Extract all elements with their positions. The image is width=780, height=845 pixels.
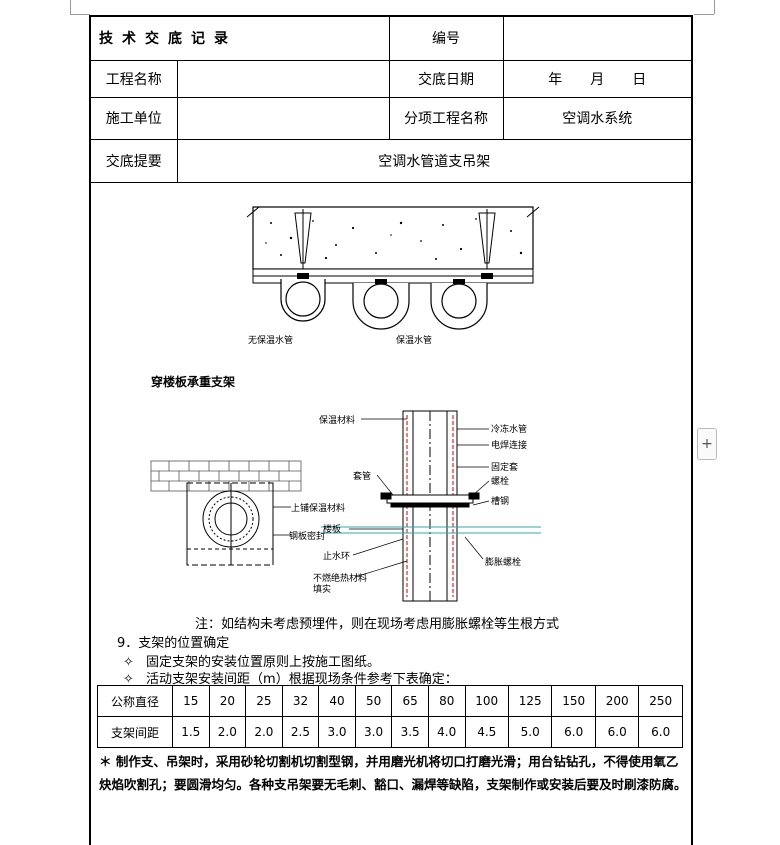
sub-project-field[interactable]: 空调水系统 (502, 96, 691, 140)
date-field[interactable]: 年 月 日 (502, 59, 691, 98)
spacing-cell: 2.0 (208, 716, 247, 748)
bullet-fixed-support: ✧ 固定支架的安装位置原则上按施工图纸。 (123, 655, 381, 670)
document-title: 技术交底记录 (91, 17, 390, 61)
spacing-cell: 6.0 (551, 716, 596, 748)
diameter-cell: 100 (464, 685, 509, 717)
floor-penetration-section (321, 410, 541, 602)
page-corner-mark (714, 0, 715, 14)
label-fireproof-fill: 不燃绝热材料 (313, 572, 367, 584)
project-name-field[interactable] (176, 59, 390, 98)
support-drawing: 无保温水管 保温水管 上铺保温材料 钢板密封 (150, 206, 541, 602)
diameter-cell: 125 (507, 685, 553, 717)
summary-field[interactable]: 空调水管道支吊架 (176, 138, 691, 183)
diameter-cell: 200 (594, 685, 640, 717)
diameter-cell: 25 (245, 685, 283, 717)
brick-wall (150, 460, 302, 492)
spacing-cell: 4.5 (464, 716, 509, 748)
diameter-cell: 50 (354, 685, 393, 717)
concrete-slab (246, 206, 540, 270)
fabrication-note: ＊ 制作支、吊架时，采用砂轮切割机切割型钢，并用磨光机将切口打磨光滑；用台钻钻孔… (99, 754, 687, 792)
diameter-cell: 65 (391, 685, 429, 717)
hanger-nut (297, 273, 493, 284)
label-fill: 填实 (313, 583, 331, 595)
label-upper-insulation: 上铺保温材料 (291, 502, 345, 514)
spacing-cell: 5.0 (507, 716, 553, 748)
contractor-field[interactable] (176, 96, 390, 140)
table-row: 公称直径 15 20 25 32 40 50 65 80 100 125 150… (97, 685, 683, 717)
project-name-label: 工程名称 (91, 59, 178, 98)
page-expand-handle[interactable]: + (697, 428, 717, 460)
leader-lines (349, 418, 490, 578)
expansion-anchor (294, 209, 496, 275)
page-corner-mark (694, 14, 714, 15)
label-water-stop-ring: 止水环 (323, 550, 350, 562)
diameter-cell: 250 (638, 685, 683, 717)
spacing-cell: 3.0 (354, 716, 393, 748)
spacing-cell: 2.5 (281, 716, 320, 748)
spacing-cell: 6.0 (594, 716, 640, 748)
label-chilled-pipe: 冷冻水管 (491, 423, 527, 435)
spacing-cell: 4.0 (427, 716, 466, 748)
label-insulation-material: 保温材料 (319, 414, 355, 426)
row-header-diameter: 公称直径 (97, 685, 173, 717)
number-field[interactable] (502, 17, 691, 61)
label-floor-slab: 楼板 (323, 523, 341, 535)
uninsulated-pipe (280, 279, 326, 322)
spacing-cell: 2.0 (245, 716, 283, 748)
support-spacing-table: 公称直径 15 20 25 32 40 50 65 80 100 125 150… (97, 685, 683, 748)
label-casing: 套管 (353, 470, 371, 482)
contractor-label: 施工单位 (91, 96, 178, 140)
insulated-pipe (352, 283, 488, 330)
item-9-heading: 9．支架的位置确定 (117, 636, 230, 651)
label-expansion-bolt: 膨胀螺栓 (485, 556, 521, 568)
header-table: 技术交底记录 编号 工程名称 交底日期 年 月 日 施工单位 分项工程名称 空调… (91, 17, 691, 183)
page-corner-mark (70, 14, 90, 15)
technical-disclosure-sheet: 技术交底记录 编号 工程名称 交底日期 年 月 日 施工单位 分项工程名称 空调… (89, 15, 693, 845)
diamond-outline-icon: ✧ (123, 672, 134, 687)
label-insulated-pipe: 保温水管 (396, 334, 432, 346)
label-fixing-sleeve: 固定套 (491, 461, 518, 473)
sleeve-pipe-section (186, 482, 274, 566)
spacing-cell: 3.0 (318, 716, 356, 748)
diameter-cell: 32 (281, 685, 320, 717)
label-uninsulated-pipe: 无保温水管 (248, 334, 293, 346)
spacing-cell: 3.5 (391, 716, 429, 748)
table-row: 支架间距 1.5 2.0 2.0 2.5 3.0 3.0 3.5 4.0 4.5… (97, 716, 683, 748)
date-label: 交底日期 (388, 59, 504, 98)
label-welded-joint: 电焊连接 (491, 439, 527, 451)
section-title-floor-support: 穿楼板承重支架 (151, 375, 236, 389)
structure-note: 注：如结构未考虑预埋件，则在现场考虑用膨胀螺栓等生根方式 (195, 617, 560, 632)
diameter-cell: 80 (427, 685, 466, 717)
diameter-cell: 15 (172, 685, 210, 717)
summary-label: 交底提要 (91, 138, 178, 183)
label-bolt: 螺栓 (491, 475, 509, 487)
diameter-cell: 40 (318, 685, 356, 717)
diameter-cell: 150 (551, 685, 596, 717)
diamond-outline-icon: ✧ (123, 655, 134, 670)
spacing-cell: 1.5 (172, 716, 210, 748)
sub-project-label: 分项工程名称 (388, 96, 504, 140)
label-steel-plate-seal: 钢板密封 (289, 530, 325, 542)
bullet-movable-support: ✧ 活动支架安装间距（m）根据现场条件参考下表确定： (123, 672, 458, 687)
page-corner-mark (70, 0, 71, 14)
row-header-spacing: 支架间距 (97, 716, 173, 748)
diameter-cell: 20 (208, 685, 247, 717)
number-label: 编号 (388, 17, 504, 61)
spacing-cell: 6.0 (638, 716, 683, 748)
label-channel-steel: 槽钢 (491, 495, 509, 507)
